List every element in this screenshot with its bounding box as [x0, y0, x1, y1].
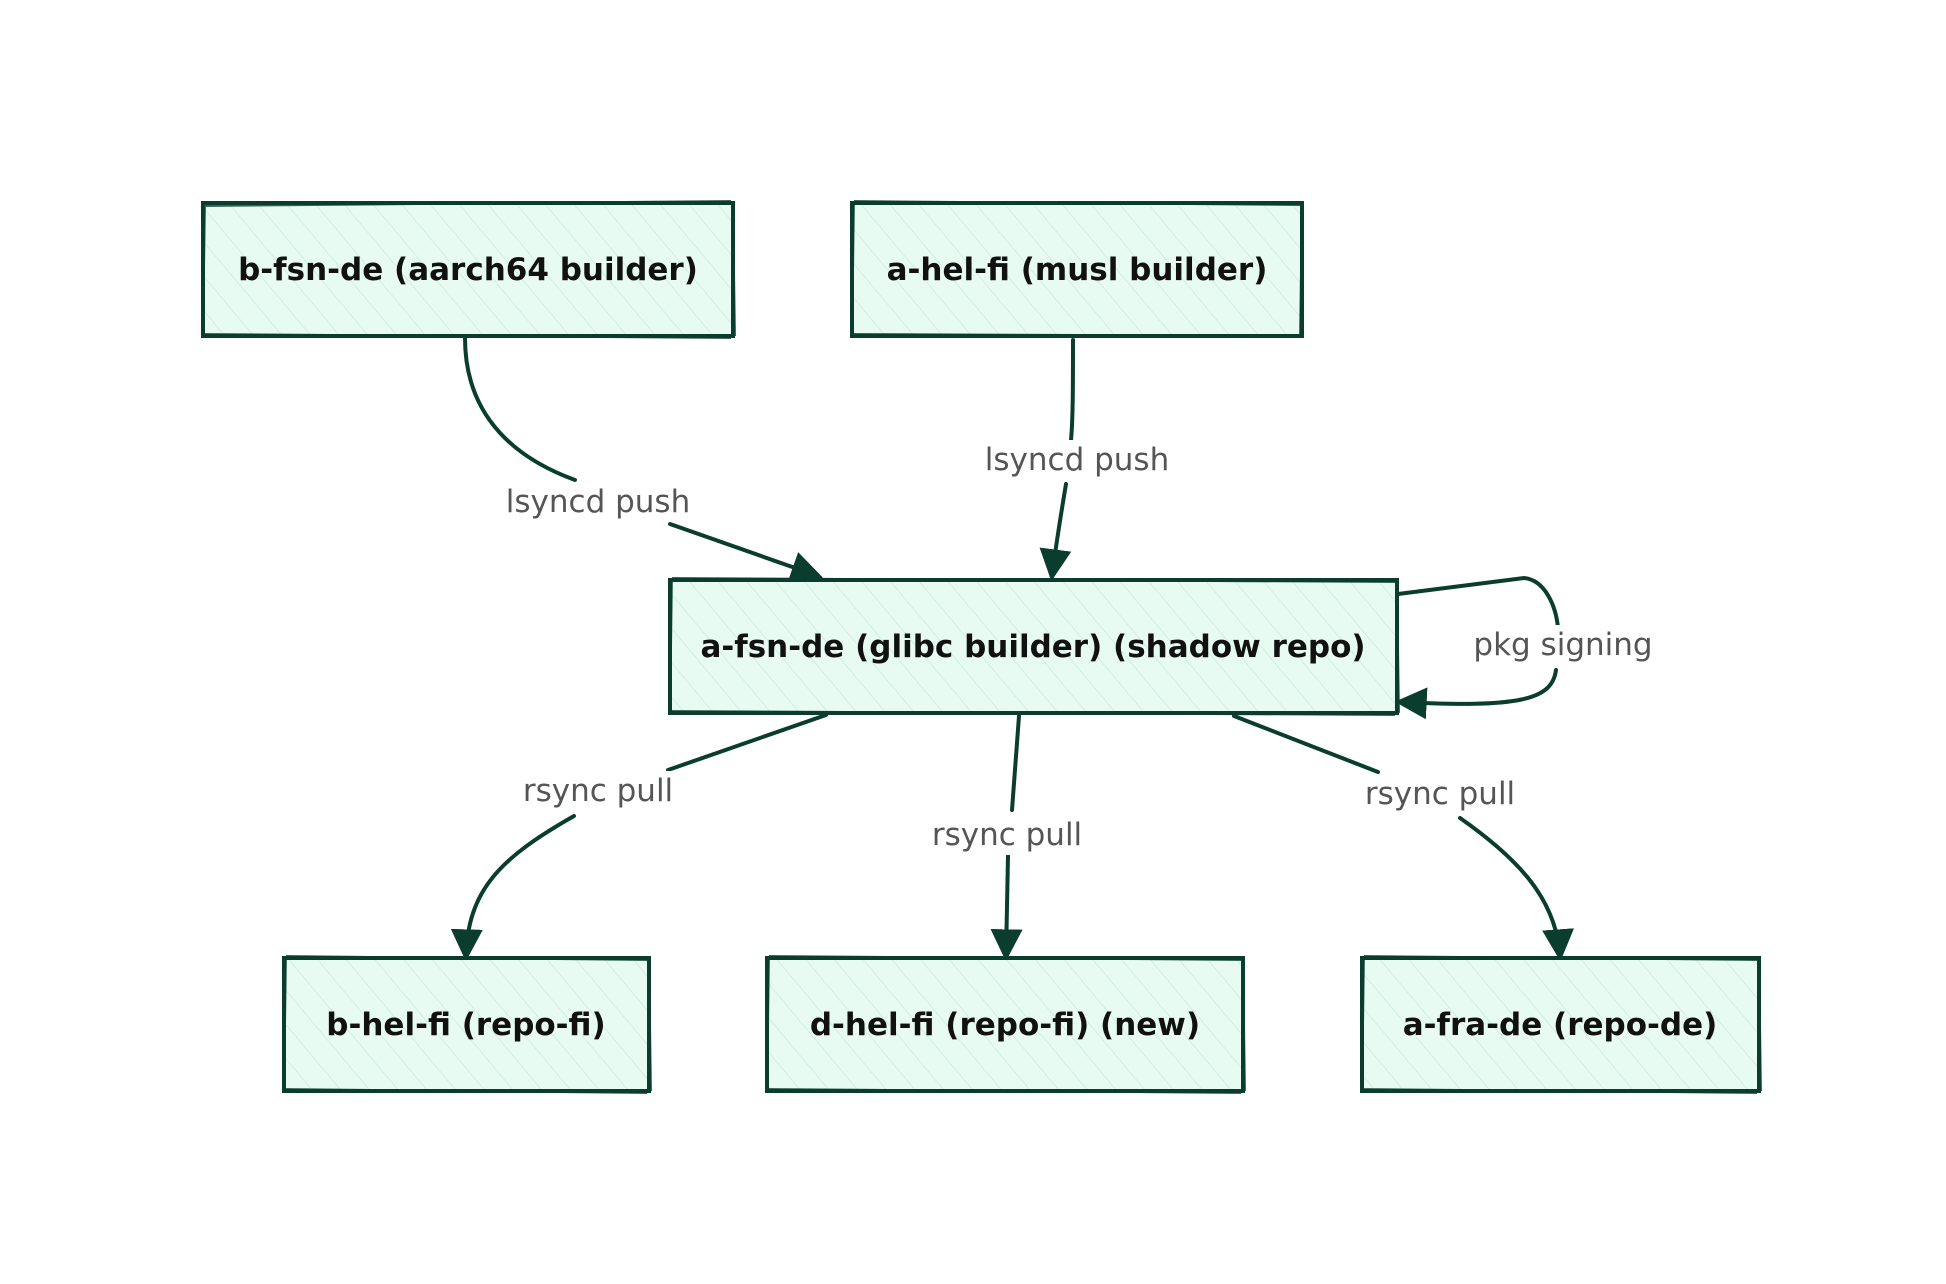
node-sketch-stroke	[667, 577, 1400, 716]
edge-label-background	[499, 482, 697, 522]
node-label: b-hel-fi (repo-fi)	[326, 1007, 605, 1043]
edge-a-fsn-de-to-d-hel-fi: rsync pull	[925, 714, 1089, 956]
node-label: a-fsn-de (glibc builder) (shadow repo)	[700, 629, 1365, 665]
edge-line	[1006, 714, 1019, 956]
edge-label-background	[925, 815, 1089, 855]
edge-label-background	[1467, 625, 1659, 665]
node-d-hel-fi: d-hel-fi (repo-fi) (new)	[764, 955, 1246, 1094]
node-sketch-stroke	[1359, 955, 1762, 1094]
node-sketch-stroke	[200, 200, 736, 339]
edge-line	[463, 336, 818, 576]
node-b-hel-fi: b-hel-fi (repo-fi)	[281, 955, 652, 1094]
node-b-fsn-de: b-fsn-de (aarch64 builder)	[200, 200, 736, 339]
node-a-fsn-de: a-fsn-de (glibc builder) (shadow repo)	[667, 577, 1400, 716]
node-a-fra-de: a-fra-de (repo-de)	[1359, 955, 1762, 1094]
node-a-hel-fi: a-hel-fi (musl builder)	[849, 200, 1305, 339]
edge-label-background	[516, 771, 680, 811]
node-label: a-fra-de (repo-de)	[1403, 1007, 1718, 1043]
node-sketch-stroke	[764, 955, 1246, 1094]
edge-a-hel-fi-to-a-fsn-de: lsyncd push	[978, 338, 1176, 576]
node-label: d-hel-fi (repo-fi) (new)	[810, 1007, 1200, 1043]
edge-label: rsync pull	[1365, 776, 1515, 812]
edge-label: pkg signing	[1473, 627, 1652, 663]
edge-label: lsyncd push	[985, 442, 1169, 478]
edge-a-fsn-de-self: pkg signing	[1398, 575, 1659, 704]
edge-line	[466, 713, 828, 956]
edge-b-fsn-de-to-a-fsn-de: lsyncd push	[463, 336, 818, 576]
edge-label: rsync pull	[523, 773, 673, 809]
edge-label: lsyncd push	[506, 484, 690, 520]
edge-label-background	[978, 440, 1176, 480]
edge-label-background	[1358, 774, 1522, 814]
node-sketch-stroke	[281, 955, 652, 1094]
edge-line	[1052, 338, 1073, 576]
edge-label: rsync pull	[932, 817, 1082, 853]
edge-a-fsn-de-to-b-hel-fi: rsync pull	[466, 713, 828, 956]
edge-a-fsn-de-to-a-fra-de: rsync pull	[1232, 714, 1560, 956]
node-label: a-hel-fi (musl builder)	[887, 252, 1268, 288]
node-sketch-stroke	[849, 200, 1305, 339]
node-box	[201, 201, 735, 338]
node-label: b-fsn-de (aarch64 builder)	[238, 252, 698, 288]
edge-loop-line	[1398, 575, 1560, 704]
edge-line	[1232, 714, 1560, 956]
